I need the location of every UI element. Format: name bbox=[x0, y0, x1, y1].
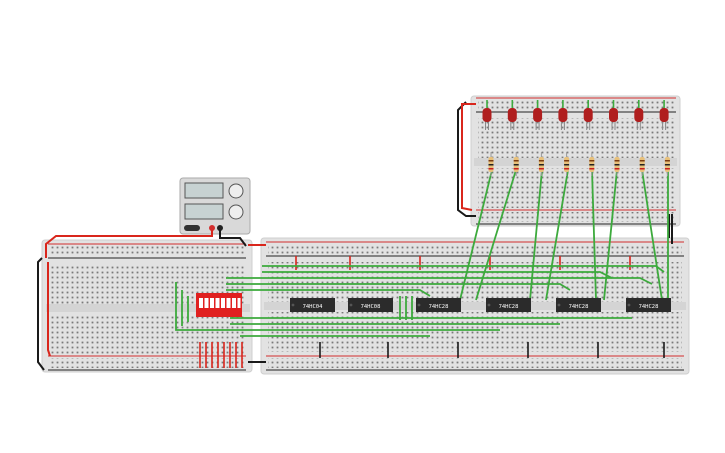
power-supply[interactable] bbox=[179, 177, 251, 235]
signal-wires[interactable] bbox=[175, 169, 669, 337]
resistor-3[interactable] bbox=[538, 152, 544, 176]
dip-toggle-1[interactable] bbox=[199, 298, 203, 308]
chip-74hc08-2[interactable]: 74HC08 bbox=[348, 298, 393, 312]
breadboard-left[interactable] bbox=[41, 239, 253, 373]
resistor-1[interactable] bbox=[488, 152, 494, 176]
led-6[interactable] bbox=[609, 100, 618, 130]
dip-toggle-2[interactable] bbox=[204, 298, 209, 308]
resistors-layer bbox=[488, 152, 670, 176]
chip-label: 74HC08 bbox=[361, 304, 381, 310]
chip-74hc28-6[interactable]: 74HC28 bbox=[626, 298, 671, 312]
rail-jumpers[interactable] bbox=[295, 256, 665, 358]
chip-74hc28-5[interactable]: 74HC28 bbox=[556, 298, 601, 312]
led-3[interactable] bbox=[533, 100, 543, 130]
chip-label: 74HC28 bbox=[639, 304, 659, 310]
led-8[interactable] bbox=[659, 100, 669, 130]
led-2[interactable] bbox=[507, 100, 517, 130]
dip-toggle-3[interactable] bbox=[210, 298, 214, 308]
psu-knob-voltage[interactable] bbox=[228, 183, 244, 199]
resistor-6[interactable] bbox=[614, 152, 620, 176]
led-1[interactable] bbox=[482, 100, 492, 130]
dip-toggle-5[interactable] bbox=[221, 298, 225, 308]
chips-layer: 74HC04 74HC08 74HC28 74HC28 74HC28 74HC28 bbox=[290, 298, 671, 312]
chip-74hc28-4[interactable]: 74HC28 bbox=[486, 298, 531, 312]
led-5[interactable] bbox=[583, 100, 593, 130]
pulldown-resistors[interactable] bbox=[199, 342, 243, 368]
dip-toggle-4[interactable] bbox=[215, 298, 220, 308]
dip-switch[interactable] bbox=[196, 293, 242, 317]
dip-toggle-6[interactable] bbox=[226, 298, 231, 308]
psu-knob-current[interactable] bbox=[228, 204, 244, 220]
psu-terminal-negative[interactable] bbox=[217, 225, 223, 231]
resistor-8[interactable] bbox=[664, 152, 670, 176]
resistor-5[interactable] bbox=[589, 152, 595, 176]
dip-toggle-8[interactable] bbox=[237, 298, 241, 308]
resistor-4[interactable] bbox=[564, 152, 570, 176]
chip-74hc04-1[interactable]: 74HC04 bbox=[290, 298, 335, 312]
breadboard-top[interactable] bbox=[470, 95, 681, 227]
leds-layer bbox=[482, 100, 669, 130]
led-7[interactable] bbox=[634, 100, 644, 130]
dip-toggle-7[interactable] bbox=[232, 298, 236, 308]
chip-74hc28-3[interactable]: 74HC28 bbox=[416, 298, 461, 312]
chip-label: 74HC28 bbox=[569, 304, 589, 310]
psu-terminal-positive[interactable] bbox=[209, 225, 215, 231]
resistor-7[interactable] bbox=[639, 152, 645, 176]
led-4[interactable] bbox=[558, 100, 568, 130]
resistor-2[interactable] bbox=[513, 152, 519, 176]
chip-label: 74HC04 bbox=[303, 304, 324, 310]
chip-label: 74HC28 bbox=[429, 304, 449, 310]
chip-label: 74HC28 bbox=[499, 304, 519, 310]
power-wires[interactable] bbox=[37, 101, 673, 371]
